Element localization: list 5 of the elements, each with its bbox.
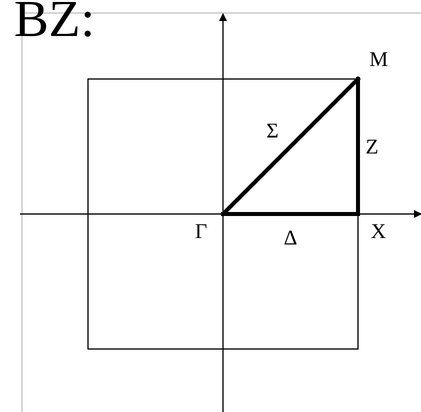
point-label: M	[369, 49, 388, 70]
title: BZ:	[14, 0, 95, 46]
path-segment	[221, 77, 360, 216]
point-label: Γ	[195, 221, 208, 242]
point-label: X	[370, 221, 386, 242]
